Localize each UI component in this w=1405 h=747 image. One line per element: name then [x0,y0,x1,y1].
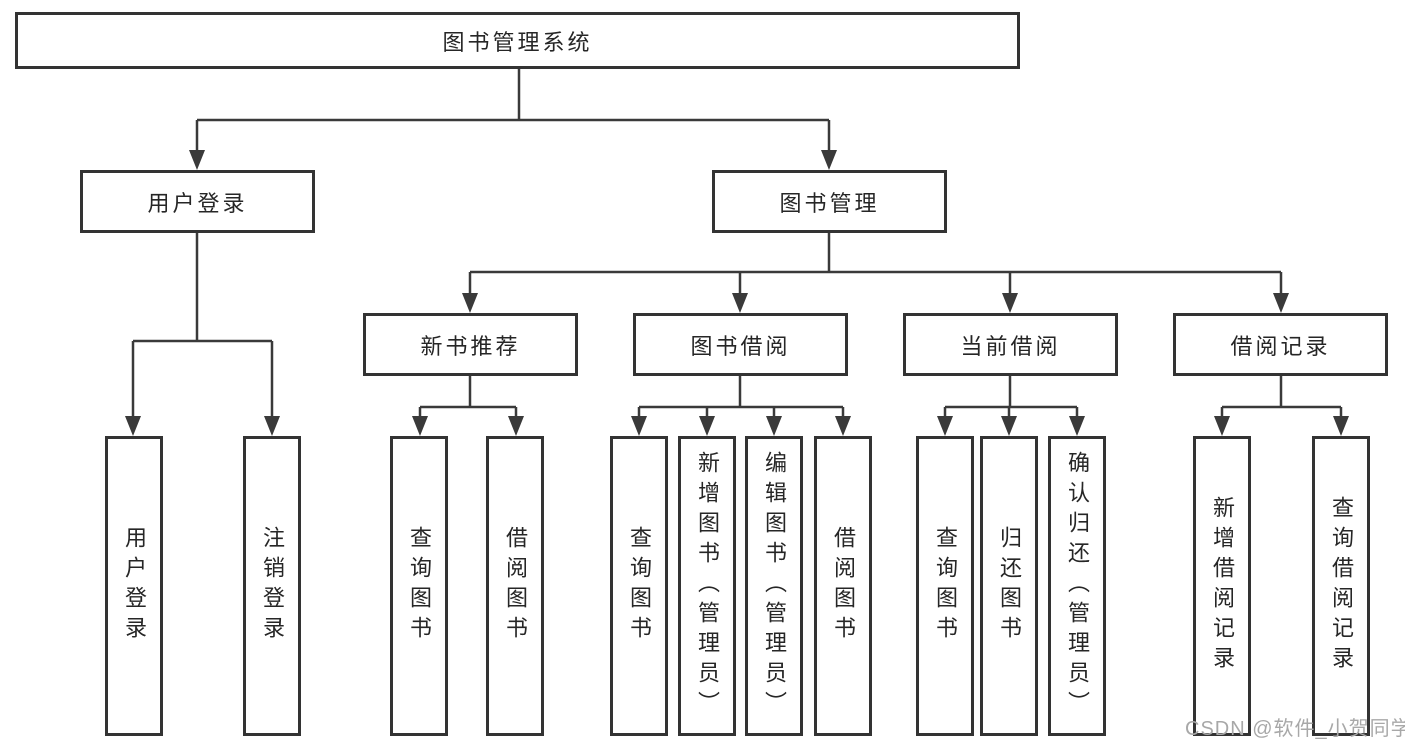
node-leaf-newbooks-query: 查询图书 [390,436,448,736]
watermark-text: CSDN @软件_小贺同学 [1185,718,1405,740]
node-leaf-borrowing-borrow: 借阅图书 [814,436,872,736]
node-borrow-records: 借阅记录 [1173,313,1388,376]
node-label: 借阅记录 [1230,333,1331,359]
node-current-borrowing: 当前借阅 [903,313,1118,376]
node-leaf-current-return: 归还图书 [980,436,1038,736]
node-label: 用户登录 [122,526,147,646]
node-label: 借阅图书 [831,526,856,646]
node-label: 编辑图书（管理员） [762,451,787,721]
node-label: 确认归还（管理员） [1065,451,1090,721]
node-leaf-logout: 注销登录 [243,436,301,736]
node-label: 当前借阅 [960,333,1061,359]
node-leaf-borrowing-add-admin: 新增图书（管理员） [678,436,736,736]
node-leaf-borrowing-query: 查询图书 [610,436,668,736]
node-label: 图书管理系统 [442,29,593,55]
node-label: 新书推荐 [420,333,521,359]
node-label: 图书管理 [779,190,880,216]
node-label: 查询图书 [933,526,958,646]
node-leaf-current-confirm-admin: 确认归还（管理员） [1048,436,1106,736]
node-leaf-user-login: 用户登录 [105,436,163,736]
node-new-book-recommend: 新书推荐 [363,313,578,376]
node-label: 查询图书 [627,526,652,646]
node-label: 归还图书 [997,526,1022,646]
node-leaf-newbooks-borrow: 借阅图书 [486,436,544,736]
node-label: 借阅图书 [503,526,528,646]
node-label: 用户登录 [147,190,248,216]
node-label: 查询图书 [407,526,432,646]
node-label: 新增借阅记录 [1210,496,1235,676]
node-leaf-records-add: 新增借阅记录 [1193,436,1251,736]
node-book-borrowing: 图书借阅 [633,313,848,376]
node-leaf-borrowing-edit-admin: 编辑图书（管理员） [745,436,803,736]
node-user-login-module: 用户登录 [80,170,315,233]
node-label: 图书借阅 [690,333,791,359]
node-leaf-records-query: 查询借阅记录 [1312,436,1370,736]
node-book-management-module: 图书管理 [712,170,947,233]
node-root-system: 图书管理系统 [15,12,1020,69]
node-leaf-current-query: 查询图书 [916,436,974,736]
node-label: 注销登录 [260,526,285,646]
node-label: 新增图书（管理员） [695,451,720,721]
node-label: 查询借阅记录 [1329,496,1354,676]
arrowheads [125,150,1349,436]
